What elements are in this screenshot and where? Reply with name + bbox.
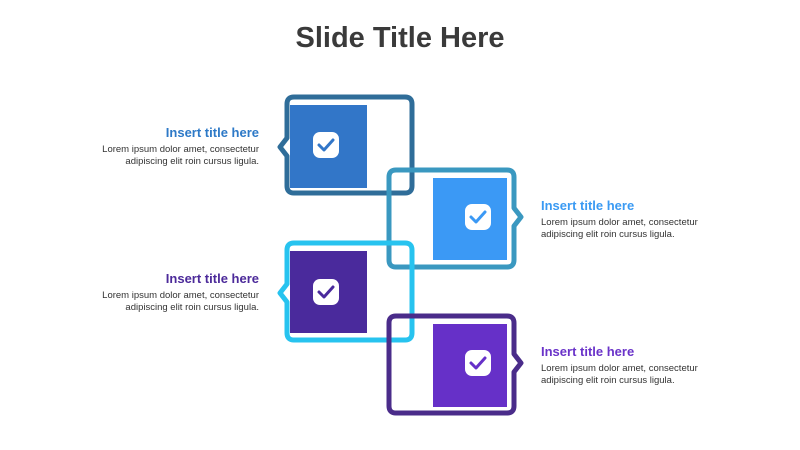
step-2-block — [386, 167, 524, 270]
step-3-description-line-1: Lorem ipsum dolor amet, consectetur — [102, 290, 259, 301]
step-2-description-line-1: Lorem ipsum dolor amet, consectetur — [541, 217, 698, 228]
step-1-description-line-2: adipiscing elit roin cursus ligula. — [125, 156, 259, 167]
step-4-title: Insert title here — [541, 344, 635, 359]
step-2-title: Insert title here — [541, 198, 635, 213]
step-1-title: Insert title here — [165, 125, 259, 140]
slide-title: Slide Title Here — [295, 22, 505, 54]
step-1-description-line-1: Lorem ipsum dolor amet, consectetur — [102, 144, 259, 155]
check-icon — [465, 204, 491, 230]
step-3-frame — [277, 240, 415, 343]
step-4-description-line-2: adipiscing elit roin cursus ligula. — [541, 375, 675, 386]
step-3-description: Lorem ipsum dolor amet, consectetur adip… — [19, 290, 259, 314]
step-2-description-line-2: adipiscing elit roin cursus ligula. — [541, 229, 675, 240]
step-3-description-line-2: adipiscing elit roin cursus ligula. — [125, 302, 259, 313]
step-1-frame — [277, 94, 415, 196]
check-icon — [313, 132, 339, 158]
step-2-caption: Insert title here Lorem ipsum dolor amet… — [541, 198, 781, 241]
check-icon — [465, 350, 491, 376]
step-1-caption: Insert title here Lorem ipsum dolor amet… — [19, 125, 259, 168]
step-4-description-line-1: Lorem ipsum dolor amet, consectetur — [541, 363, 698, 374]
check-icon — [313, 279, 339, 305]
step-4-block — [386, 313, 524, 416]
step-4-caption: Insert title here Lorem ipsum dolor amet… — [541, 344, 781, 387]
step-1-block — [277, 94, 415, 196]
step-3-caption: Insert title here Lorem ipsum dolor amet… — [19, 271, 259, 314]
step-3-title: Insert title here — [165, 271, 259, 286]
step-4-description: Lorem ipsum dolor amet, consectetur adip… — [541, 363, 781, 387]
step-3-block — [277, 240, 415, 343]
step-1-description: Lorem ipsum dolor amet, consectetur adip… — [19, 144, 259, 168]
step-2-description: Lorem ipsum dolor amet, consectetur adip… — [541, 217, 781, 241]
step-2-frame — [386, 167, 524, 270]
step-4-frame — [386, 313, 524, 416]
